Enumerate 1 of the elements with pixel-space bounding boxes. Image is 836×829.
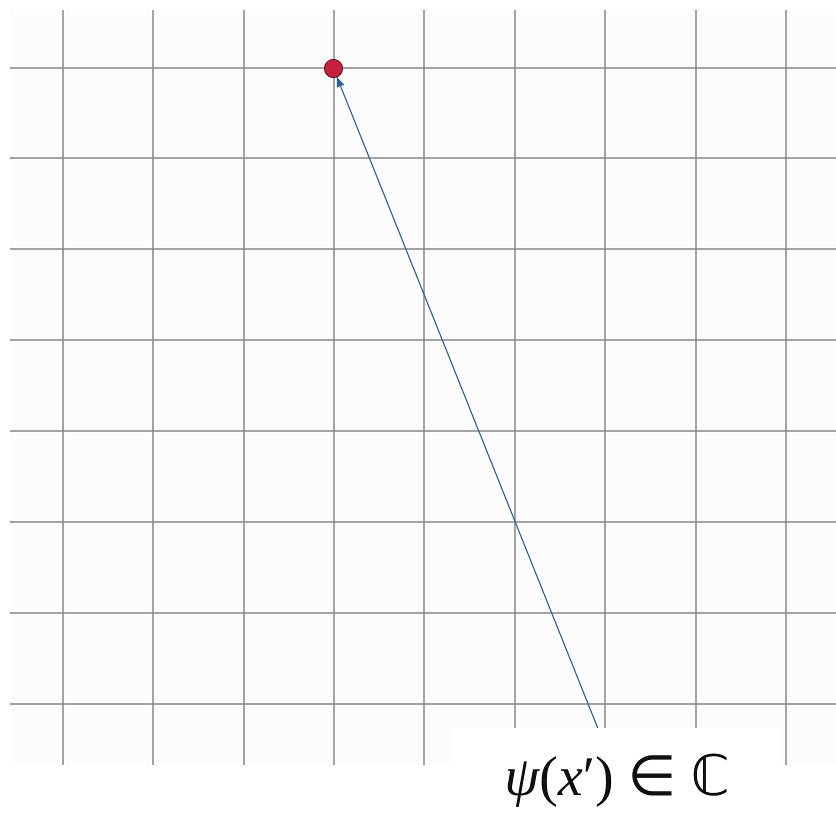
arrow [336,76,598,728]
